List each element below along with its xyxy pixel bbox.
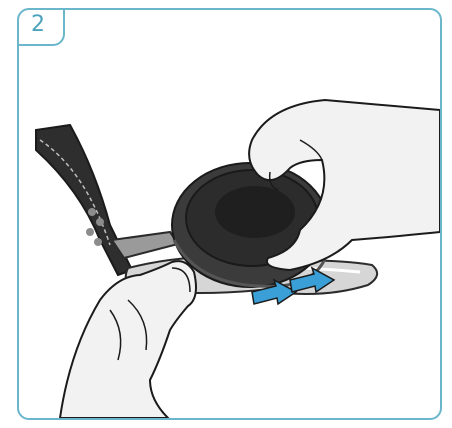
hand-icon	[60, 261, 196, 418]
headphone-illustration	[19, 40, 440, 418]
step-number: 2	[31, 12, 45, 37]
headband-icon	[36, 125, 178, 275]
